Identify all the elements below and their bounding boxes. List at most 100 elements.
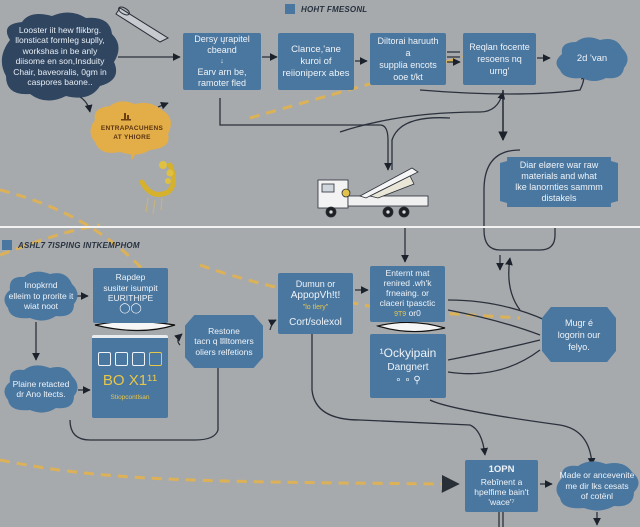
octagon2-line-1: logorin our: [557, 329, 601, 340]
connector-octagon-card-loop: [69, 368, 219, 441]
dashed-connector-mid: [199, 263, 521, 320]
gold-bubble-text: ENTRAPACUHENS AT YHIORE: [95, 124, 169, 142]
flow-box-2[interactable]: Clance,'ane kuroi of reiioniperx abes: [278, 33, 354, 90]
connector-octagon-up: [505, 257, 521, 311]
plaque-line-1: materials and what: [521, 171, 597, 181]
box1-divider-icon: ↓: [220, 58, 224, 65]
box2-line-1: kuroi of: [300, 55, 332, 67]
connector-box3-truck: [391, 117, 451, 170]
flow-box-4[interactable]: Reqlan focente resoens nq urng': [463, 33, 536, 85]
end-cloud-bottom[interactable]: Made or ancevenite me dir lks cesats of …: [554, 460, 640, 512]
octagon-restone[interactable]: Restone tacn q ʬlltomers oliers relfetio…: [185, 315, 263, 368]
box3-line-0: Diltorai haruuth a: [377, 36, 439, 58]
concrete-pump-truck-icon: [317, 167, 429, 218]
card-big-text: BO X1¹¹: [102, 372, 158, 389]
bottom-section-label-text: ASHL7 7ISPING INTKEMPHOM: [18, 240, 140, 250]
cloud1-line-2: wiat noot: [23, 301, 59, 312]
docky-line-1: ¹Ockyipain: [379, 345, 437, 360]
start-cloud[interactable]: Looster iit hew flikbrg. llonsticat form…: [0, 10, 120, 102]
box-docky[interactable]: ¹Ockyipain Dangnert ∘ ∘ ⚲: [370, 334, 446, 398]
box3-line-2: ooe t/kt: [393, 72, 423, 82]
cloud1-line-0: Inopkrnd: [24, 280, 58, 291]
figure-icon: [121, 113, 131, 121]
final-line-1: hpelfime bain't: [474, 487, 529, 497]
end-cloud-line-0: Made or ancevenite: [559, 470, 635, 481]
connector-final-down: [498, 511, 504, 527]
octagon1-line-1: tacn q ʬlltomers: [194, 336, 254, 347]
octagon2-line-2: felyo.: [568, 341, 590, 352]
entry-highlight: 9T9: [394, 311, 407, 318]
cloud-plaine[interactable]: Plaine retacted dr Ano ltects.: [2, 364, 80, 414]
box1-line-2: Earv arn be,: [197, 67, 247, 77]
bottom-section-label: ASHL7 7ISPING INTKEMPHOM: [2, 240, 140, 250]
box-1opn[interactable]: 1OPN Rebînent a hpelfime bain't 'wace'⁷: [465, 460, 538, 512]
cloud-inopkrnd[interactable]: Inopkrnd elleim to prorite it wiat noot: [2, 270, 80, 322]
box-dumun[interactable]: Dumun or AppopVh!t! "lo tlery" Cort/sole…: [278, 273, 353, 334]
box-entry[interactable]: Enternt mat renired .wh'k frneaing. or c…: [370, 266, 445, 322]
section-divider: [0, 226, 640, 228]
flow-box-3[interactable]: Diltorai haruuth a supplia encots ooe t/…: [370, 33, 446, 85]
box2-line-0: Clance,'ane: [291, 43, 341, 55]
lock-icons-row: [98, 352, 162, 366]
start-cloud-line-5: caspores baone..: [27, 77, 93, 87]
legend-square: [2, 240, 12, 250]
card-box-x1[interactable]: BO X1¹¹ Stiopcontlsan: [92, 335, 168, 418]
cloud2-line-1: dr Ano ltects.: [16, 389, 66, 399]
connector-box1-truck: [219, 98, 392, 171]
final-line-2: 'wace'⁷: [488, 497, 515, 507]
box-mid-line-1: Dumun or: [295, 279, 336, 289]
flow-box-1[interactable]: Dersy ųrapitel cbeand ↓ Earv arn be, ram…: [183, 33, 261, 90]
connector-mid-down: [311, 334, 489, 456]
cloud-shape: [1, 12, 119, 101]
top-section-label-text: HOHT FMESONL: [301, 4, 368, 14]
box3-line-1: supplia encots: [379, 60, 437, 70]
glasses-icon: ◯◯: [119, 302, 142, 314]
start-cloud-line-2: workshas in be anly: [22, 45, 98, 56]
docky-line-2: Dangnert: [387, 361, 429, 373]
cloud-shape: [556, 37, 628, 81]
cloud-shape: [4, 365, 78, 413]
connector-entry-octagon2: [447, 309, 541, 336]
box-mid-line-2: AppopVh!t!: [290, 290, 341, 301]
card-rapdep[interactable]: Rapdep susiter isumpit EURITHIPE ◯◯: [93, 268, 168, 323]
search-icon: ∘ ∘ ⚲: [395, 374, 421, 386]
connector-box3-box4: [447, 51, 460, 62]
end-cloud-top[interactable]: 2d 'van: [554, 36, 630, 82]
octagon1-line-2: oliers relfetions: [195, 346, 253, 357]
octagon-mugr[interactable]: Mugr é logorin our felyo.: [542, 307, 616, 362]
box1-line-0: Dersy ųrapitel: [194, 34, 250, 44]
end-cloud-line-2: of cotënl: [580, 491, 614, 502]
box-mid-highlight: "lo tlery": [302, 304, 329, 311]
card-top-line-2: EURITHIPE: [107, 293, 154, 303]
connector-entry-octagon: [447, 299, 546, 321]
cloud2-line-0: Plaine retacted: [12, 378, 70, 389]
connector-gold-out: [157, 101, 169, 110]
connector-card-octagon: [174, 333, 183, 346]
plaque-line-2: lke lanornties sammm: [515, 182, 603, 192]
connector-plaque-loop: [483, 149, 556, 251]
entry-line-2: frneaing. or: [386, 288, 429, 298]
plaque-line-3: distakels: [541, 193, 577, 203]
end-cloud-line-1: me dir lks cesats: [565, 480, 629, 491]
connector-gold-in: [79, 96, 93, 113]
plaque-node[interactable]: Diar eløere war raw materials and what l…: [500, 157, 618, 207]
box1-line-1: cbeand: [207, 45, 237, 55]
pencil-icon: [115, 6, 170, 43]
start-cloud-line-4: Chair, baveoralis, 0gm in: [13, 66, 107, 77]
entry-last-line: 9T9 or0: [394, 308, 421, 320]
box1-line-3: ramoter fled: [197, 78, 247, 88]
final-line-0: Rebînent a: [480, 477, 523, 487]
lock-icon-4: [149, 352, 162, 366]
octagon2-line-0: Mugr é: [564, 317, 593, 328]
octagon1-line-0: Restone: [208, 325, 240, 336]
end-cloud-top-text: 2d 'van: [576, 53, 608, 64]
connector-docky-octagon2: [447, 349, 541, 375]
shelf-ellipse-right: [375, 321, 446, 333]
entry-line-0: Enternt mat: [385, 268, 430, 278]
connector-octagon-box: [267, 319, 277, 331]
card-top-line-0: Rapdep: [115, 272, 146, 282]
box-mid-line-3: Cort/solexol: [289, 317, 342, 328]
entry-line-1: renired .wh'k: [383, 278, 432, 288]
box4-line-0: Reqlan focente: [469, 42, 530, 52]
